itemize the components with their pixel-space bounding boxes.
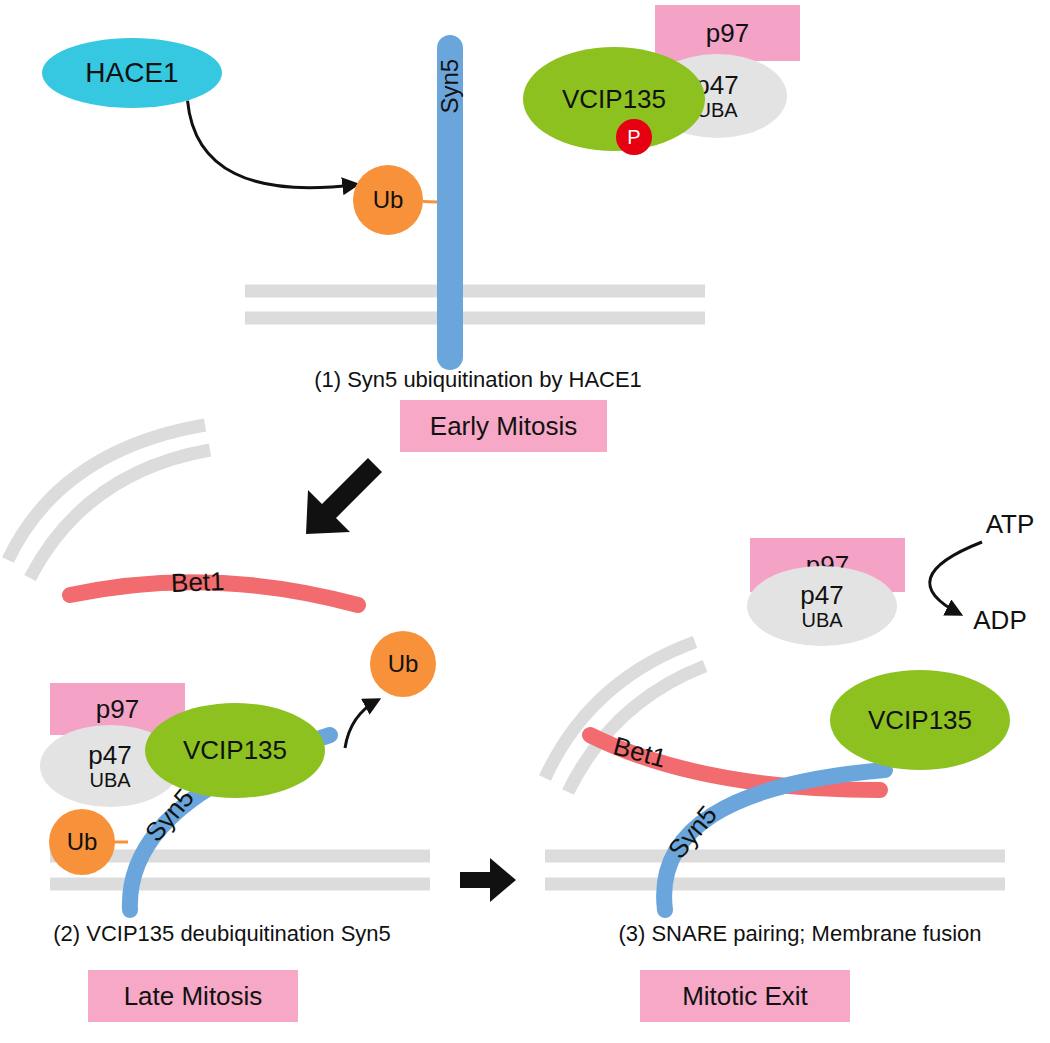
dub-ellipse: VCIP135 — [145, 703, 325, 798]
adaptor-ellipse: p47UBA — [747, 566, 897, 646]
stage-box: Late Mitosis — [88, 970, 298, 1022]
node-label: Bet1 — [171, 567, 225, 597]
ubiquitin-circle: Ub — [370, 631, 436, 697]
ub-tether — [423, 200, 437, 204]
node-label: VCIP135 — [183, 736, 287, 765]
node-label: UBA — [801, 609, 842, 631]
node-label: p47 — [88, 741, 131, 770]
node-label: VCIP135 — [562, 85, 666, 114]
snare-label-box: Bet1 — [605, 735, 675, 769]
ubiquitin-circle: Ub — [49, 809, 115, 875]
enzyme-ellipse: HACE1 — [42, 38, 222, 108]
node-label: Ub — [373, 187, 404, 213]
node-label: Ub — [67, 829, 98, 855]
node-label: p47 — [800, 581, 843, 610]
node-label: Syn5 — [437, 59, 463, 114]
node-label: Late Mitosis — [124, 982, 263, 1011]
step-caption: (2) VCIP135 deubiquitination Syn5 — [53, 922, 391, 946]
snare-label-box: Syn5 — [663, 812, 723, 852]
step-caption: (3) SNARE pairing; Membrane fusion — [618, 922, 981, 946]
stage-box: Mitotic Exit — [640, 970, 850, 1022]
node-label: VCIP135 — [868, 706, 972, 735]
phospho-circle: P — [616, 119, 652, 155]
node-label: HACE1 — [85, 58, 178, 89]
node-label: P — [627, 126, 640, 148]
snare-bar: Syn5 — [437, 35, 463, 370]
molecule-label: ADP — [973, 606, 1026, 635]
node-label: UBA — [89, 769, 130, 791]
protein-box: p97 — [655, 5, 800, 61]
snare-label-box: Syn5 — [140, 795, 200, 835]
step-arrow — [306, 458, 516, 902]
release-arrow — [345, 700, 378, 748]
node-label: Bet1 — [610, 731, 669, 772]
molecule-label: ATP — [986, 510, 1035, 539]
dub-ellipse: VCIP135 — [830, 670, 1010, 770]
membrane — [8, 425, 430, 884]
node-label: Mitotic Exit — [682, 982, 808, 1011]
node-label: Early Mitosis — [430, 412, 577, 441]
membrane — [245, 291, 705, 318]
snare-label-box: Bet1 — [160, 565, 236, 599]
step-caption: (1) Syn5 ubiquitination by HACE1 — [314, 368, 642, 392]
node-label: p97 — [96, 695, 139, 724]
node-label: p97 — [706, 19, 749, 48]
action-arrow — [188, 101, 357, 188]
node-label: Syn5 — [663, 800, 723, 864]
dub-ellipse: VCIP135 — [523, 47, 705, 151]
ubiquitin-circle: Ub — [353, 165, 423, 235]
stage-box: Early Mitosis — [400, 400, 607, 452]
atp-arrow — [930, 542, 982, 614]
node-label: Ub — [388, 651, 419, 677]
